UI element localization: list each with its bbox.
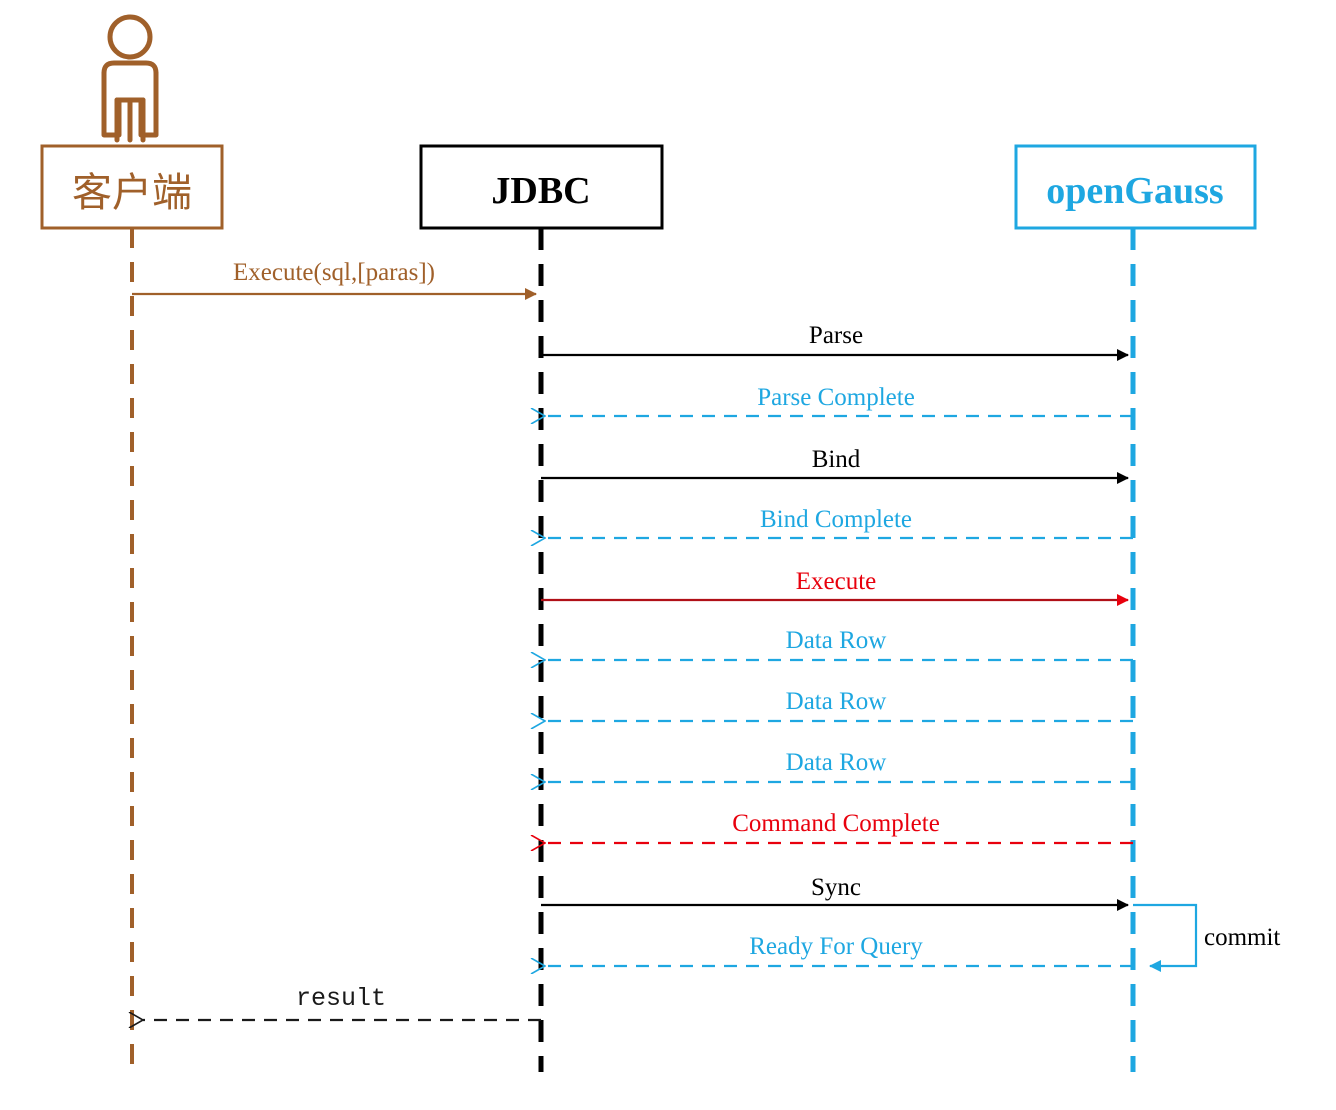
lifeline-client-label: 客户端 bbox=[72, 170, 192, 215]
lifeline-jdbc-label: JDBC bbox=[491, 170, 590, 212]
message-execute[interactable]: Execute bbox=[541, 568, 1129, 606]
message-execute-sql-paras-label: Execute(sql,[paras]) bbox=[233, 259, 435, 286]
message-sync[interactable]: Sync bbox=[541, 874, 1129, 911]
self-message-commit-loop bbox=[1133, 903, 1198, 972]
message-command-complete-label: Command Complete bbox=[732, 810, 940, 837]
message-command-complete[interactable]: Command Complete bbox=[545, 810, 1133, 843]
message-parse-label: Parse bbox=[809, 322, 863, 349]
message-ready-for-query-label: Ready For Query bbox=[749, 933, 923, 960]
lifeline-client-box bbox=[40, 144, 224, 230]
message-bind[interactable]: Bind bbox=[541, 446, 1129, 484]
message-data-row-2[interactable]: Data Row bbox=[545, 688, 1133, 721]
message-execute-label: Execute bbox=[796, 568, 877, 595]
message-data-row-2-label: Data Row bbox=[786, 688, 887, 715]
lifeline-client[interactable]: 客户端 bbox=[40, 144, 224, 1072]
lifeline-jdbc[interactable]: JDBC bbox=[419, 144, 664, 1072]
message-data-row-3[interactable]: Data Row bbox=[545, 749, 1133, 782]
message-data-row-1[interactable]: Data Row bbox=[545, 627, 1133, 660]
message-execute-sql-paras[interactable]: Execute(sql,[paras]) bbox=[132, 259, 537, 300]
message-ready-for-query[interactable]: Ready For Query bbox=[545, 933, 1133, 966]
self-message-commit-label: commit bbox=[1204, 924, 1280, 951]
message-data-row-1-label: Data Row bbox=[786, 627, 887, 654]
message-parse[interactable]: Parse bbox=[541, 322, 1129, 361]
message-result[interactable]: result bbox=[143, 984, 541, 1020]
message-sync-label: Sync bbox=[811, 874, 861, 901]
message-bind-label: Bind bbox=[812, 446, 861, 473]
lifeline-jdbc-box bbox=[419, 144, 664, 230]
message-parse-complete[interactable]: Parse Complete bbox=[545, 384, 1133, 416]
actor-person-icon bbox=[101, 14, 159, 143]
lifeline-opengauss-label: openGauss bbox=[1046, 170, 1223, 212]
message-parse-complete-label: Parse Complete bbox=[757, 384, 915, 411]
message-data-row-3-label: Data Row bbox=[786, 749, 887, 776]
lifeline-opengauss[interactable]: openGauss bbox=[1014, 144, 1257, 1072]
message-result-label: result bbox=[296, 984, 386, 1013]
self-message-commit[interactable]: commit bbox=[1133, 903, 1280, 972]
message-bind-complete[interactable]: Bind Complete bbox=[545, 506, 1133, 538]
message-bind-complete-label: Bind Complete bbox=[760, 506, 912, 533]
